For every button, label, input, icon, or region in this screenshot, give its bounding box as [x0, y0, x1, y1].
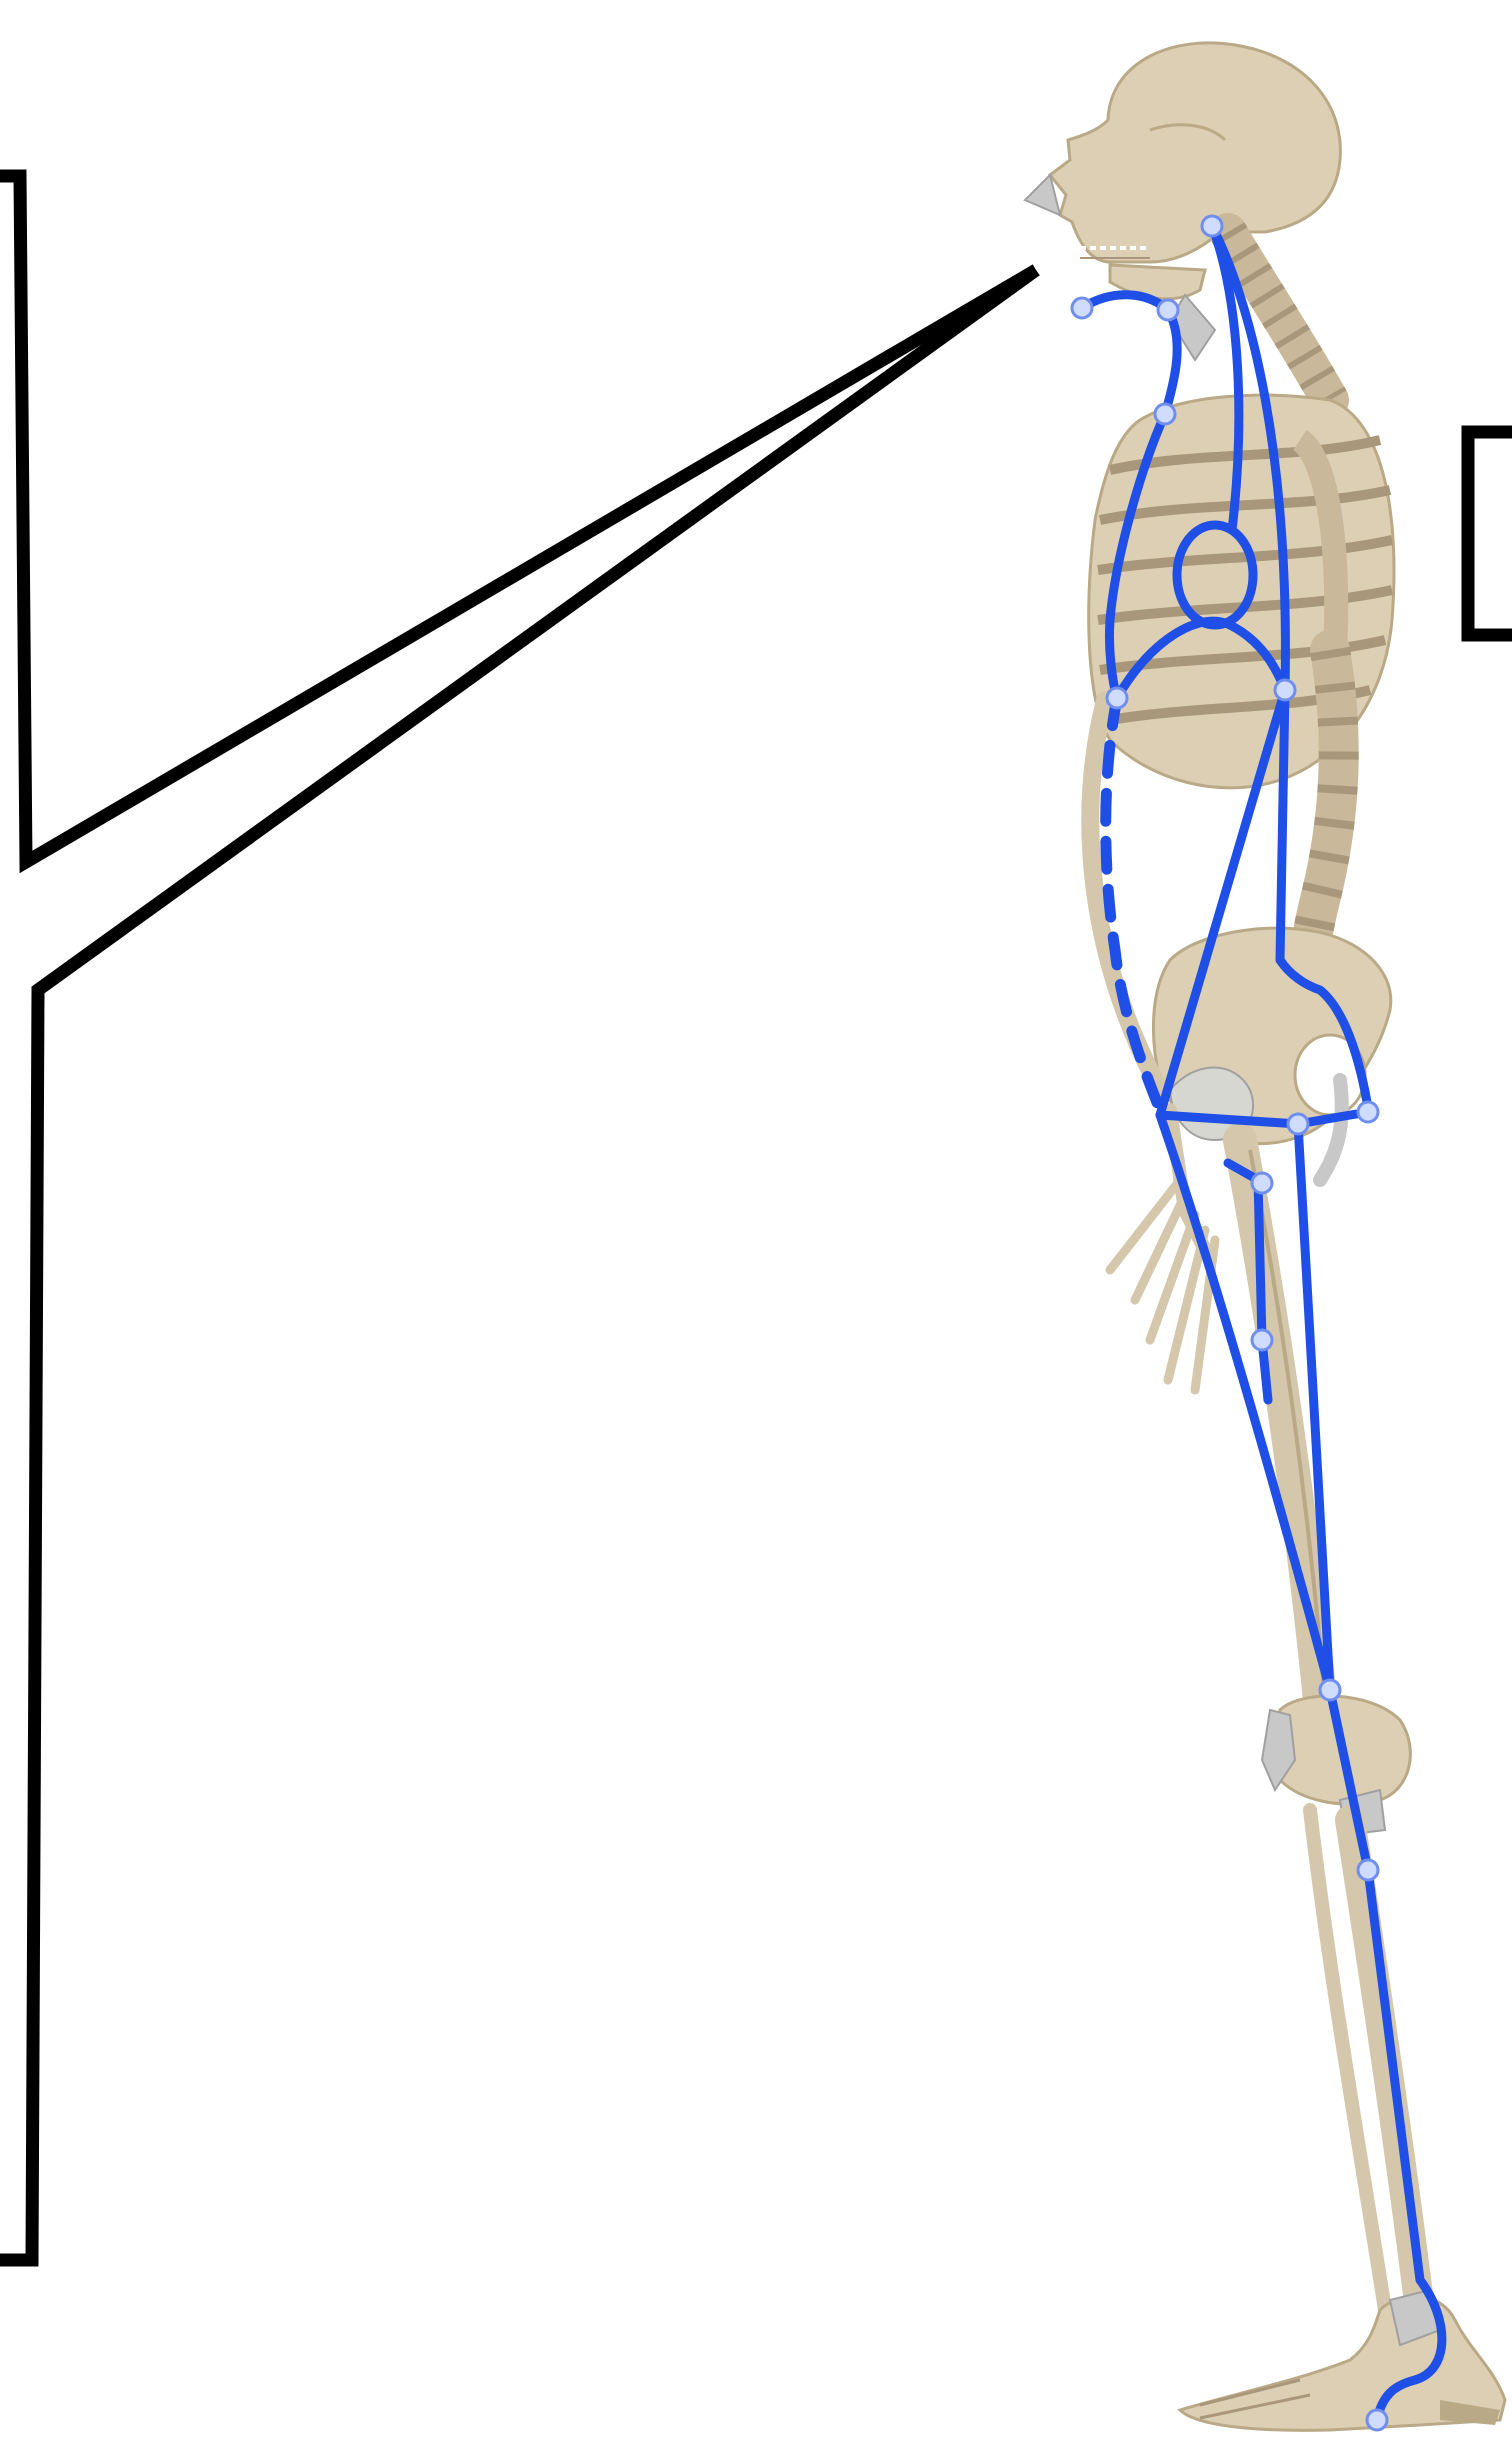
- joint-node: [1155, 404, 1175, 424]
- joint-node: [1072, 298, 1092, 318]
- callout-right-edge: [1468, 432, 1512, 635]
- hand: [1110, 1180, 1215, 1390]
- callout-upper-bracket: [0, 176, 1036, 862]
- joint-node: [1158, 300, 1178, 320]
- tibia-fibula: [1310, 1810, 1420, 2310]
- foot: [1180, 2290, 1505, 2430]
- joint-node: [1275, 680, 1295, 700]
- joint-node: [1252, 1330, 1272, 1350]
- joint-node: [1320, 1680, 1340, 1700]
- joint-node: [1358, 1860, 1378, 1880]
- joint-node: [1107, 688, 1127, 708]
- joint-node: [1252, 1173, 1272, 1193]
- joint-node: [1367, 2410, 1387, 2430]
- skull: [1025, 43, 1340, 299]
- joint-node: [1358, 1102, 1378, 1122]
- joint-node: [1288, 1114, 1308, 1134]
- joint-node: [1202, 216, 1222, 236]
